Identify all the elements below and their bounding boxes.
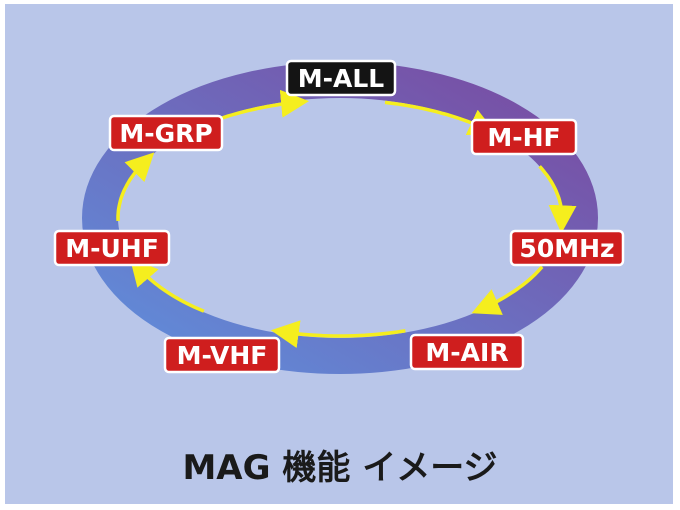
- node-box: [108, 114, 224, 152]
- node-label: M-HF: [487, 123, 560, 152]
- flow-arrow-m-hf: [538, 165, 577, 234]
- node-label: M-UHF: [65, 234, 159, 263]
- node-box: [163, 336, 281, 374]
- flow-arrow-m-uhf: [116, 152, 155, 221]
- node-m-air: M-AIR: [409, 333, 525, 371]
- node-m-uhf: M-UHF: [53, 229, 171, 267]
- node-m-grp: M-GRP: [108, 114, 224, 152]
- node-label: M-AIR: [425, 338, 508, 367]
- node-m-hf: M-HF: [470, 118, 578, 156]
- node-m-all: M-ALL: [285, 59, 397, 97]
- node-box: [53, 229, 171, 267]
- node-box: [409, 333, 525, 371]
- node-label: M-GRP: [119, 119, 212, 148]
- node-box: [285, 59, 397, 97]
- node-m-vhf: M-VHF: [163, 336, 281, 374]
- flow-arrow-m-vhf: [129, 257, 205, 313]
- node-box: [470, 118, 578, 156]
- node-label: M-VHF: [177, 341, 268, 370]
- flow-arrow-m-air: [270, 320, 406, 349]
- diagram-caption: MAG 機能 イメージ: [182, 448, 498, 488]
- flow-arrow-50mhz: [471, 265, 544, 315]
- node-label: 50MHz: [519, 234, 614, 263]
- node-box: [509, 229, 625, 267]
- node-label: M-ALL: [298, 64, 385, 93]
- node-50mhz: 50MHz: [509, 229, 625, 267]
